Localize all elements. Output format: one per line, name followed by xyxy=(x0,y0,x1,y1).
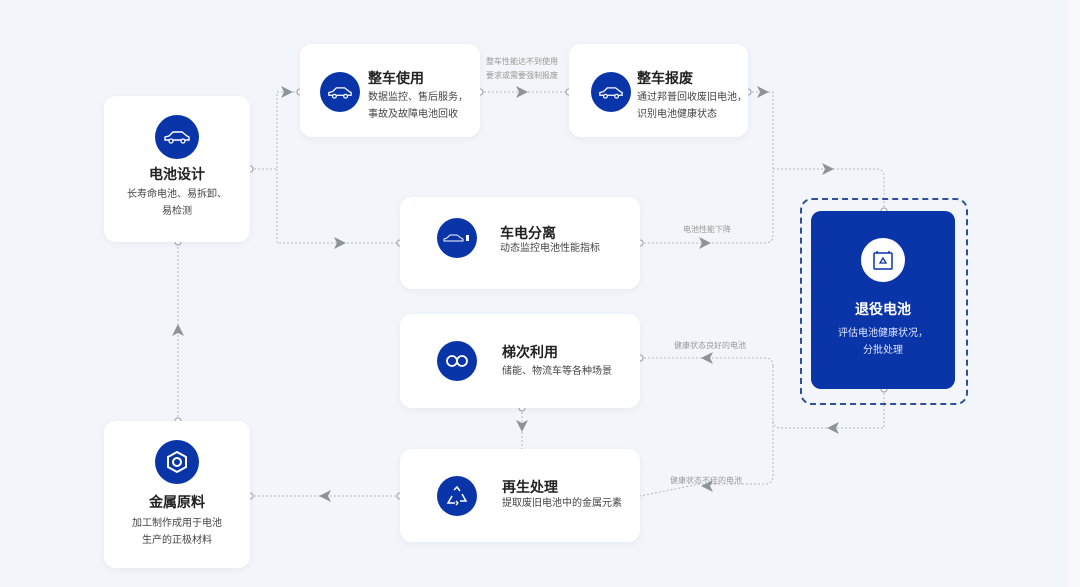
node-title: 退役电池 xyxy=(855,302,911,318)
hex-nut-icon xyxy=(155,440,199,484)
battery-recycle-icon xyxy=(861,238,905,282)
infinity-icon xyxy=(437,341,477,381)
node-metal-material[interactable]: 金属原料 加工制作成用于电池生产的正极材料 xyxy=(104,421,250,568)
car-icon xyxy=(320,72,360,112)
desc-line: 通过邦普回收废旧电池， xyxy=(637,92,747,103)
node-title: 电池设计 xyxy=(149,167,205,183)
node-desc: 评估电池健康状况， 分批处理 xyxy=(811,325,955,359)
connector-dots xyxy=(174,88,888,500)
car-icon xyxy=(155,115,199,159)
arrow-right xyxy=(822,163,834,175)
node-desc: 数据监控、售后服务， 事故及故障电池回收 xyxy=(368,89,468,123)
good-health-label: 健康状态良好的电池 xyxy=(674,341,746,350)
degrade-label: 电池性能下降 xyxy=(683,225,731,234)
desc-line: 长寿命电池、易拆卸、 xyxy=(127,189,227,200)
desc-line: 加工制作成用于电池 xyxy=(132,518,222,529)
label-line: 要求或需要强制报废 xyxy=(486,71,558,80)
node-title: 整车报废 xyxy=(637,71,693,87)
node-desc: 储能、物流车等各种场景 xyxy=(502,366,612,377)
bad-health-label: 健康状态不佳的电池 xyxy=(670,476,742,485)
arrows xyxy=(172,86,839,502)
arrow-right xyxy=(757,86,769,98)
desc-line: 识别电池健康状态 xyxy=(637,109,717,120)
node-title: 再生处理 xyxy=(502,480,558,496)
node-title: 梯次利用 xyxy=(502,345,558,361)
node-desc: 通过邦普回收废旧电池， 识别电池健康状态 xyxy=(637,89,747,123)
desc-line: 分批处理 xyxy=(863,345,903,356)
node-vehicle-scrap[interactable]: 整车报废 通过邦普回收废旧电池， 识别电池健康状态 xyxy=(569,44,748,137)
node-battery-design[interactable]: 电池设计 长寿命电池、易拆卸、易检测 xyxy=(104,96,250,242)
retired-battery-dashed-frame xyxy=(800,198,968,405)
scrap-reason-label: 整车性能达不到使用 要求或需要强制报废 xyxy=(472,55,572,83)
node-battery-separation[interactable]: 车电分离 动态监控电池性能指标 xyxy=(400,197,640,289)
arrow-up xyxy=(172,324,184,336)
label-line: 整车性能达不到使用 xyxy=(486,57,558,66)
desc-line: 易检测 xyxy=(162,206,192,217)
desc-line: 事故及故障电池回收 xyxy=(368,109,458,120)
arrow-left xyxy=(701,352,713,364)
node-vehicle-use[interactable]: 整车使用 数据监控、售后服务， 事故及故障电池回收 xyxy=(300,44,480,137)
car-icon xyxy=(591,72,631,112)
node-desc: 动态监控电池性能指标 xyxy=(500,243,600,254)
node-title: 金属原料 xyxy=(149,495,205,511)
recycle-icon xyxy=(437,476,477,516)
node-regeneration[interactable]: 再生处理 提取废旧电池中的金属元素 xyxy=(400,449,640,542)
desc-line: 评估电池健康状况， xyxy=(838,328,928,339)
arrow-left xyxy=(319,490,331,502)
node-retired-battery[interactable]: 退役电池 评估电池健康状况， 分批处理 xyxy=(811,211,955,389)
node-desc: 提取废旧电池中的金属元素 xyxy=(502,498,622,509)
node-desc: 加工制作成用于电池生产的正极材料 xyxy=(104,515,250,549)
right-edge-strip xyxy=(1068,0,1080,587)
node-desc: 长寿命电池、易拆卸、易检测 xyxy=(104,186,250,220)
desc-line: 生产的正极材料 xyxy=(142,535,212,546)
node-cascade-use[interactable]: 梯次利用 储能、物流车等各种场景 xyxy=(400,314,640,408)
desc-line: 数据监控、售后服务， xyxy=(368,92,468,103)
node-title: 整车使用 xyxy=(368,71,424,87)
car-battery-icon xyxy=(437,218,477,258)
node-title: 车电分离 xyxy=(500,226,556,242)
